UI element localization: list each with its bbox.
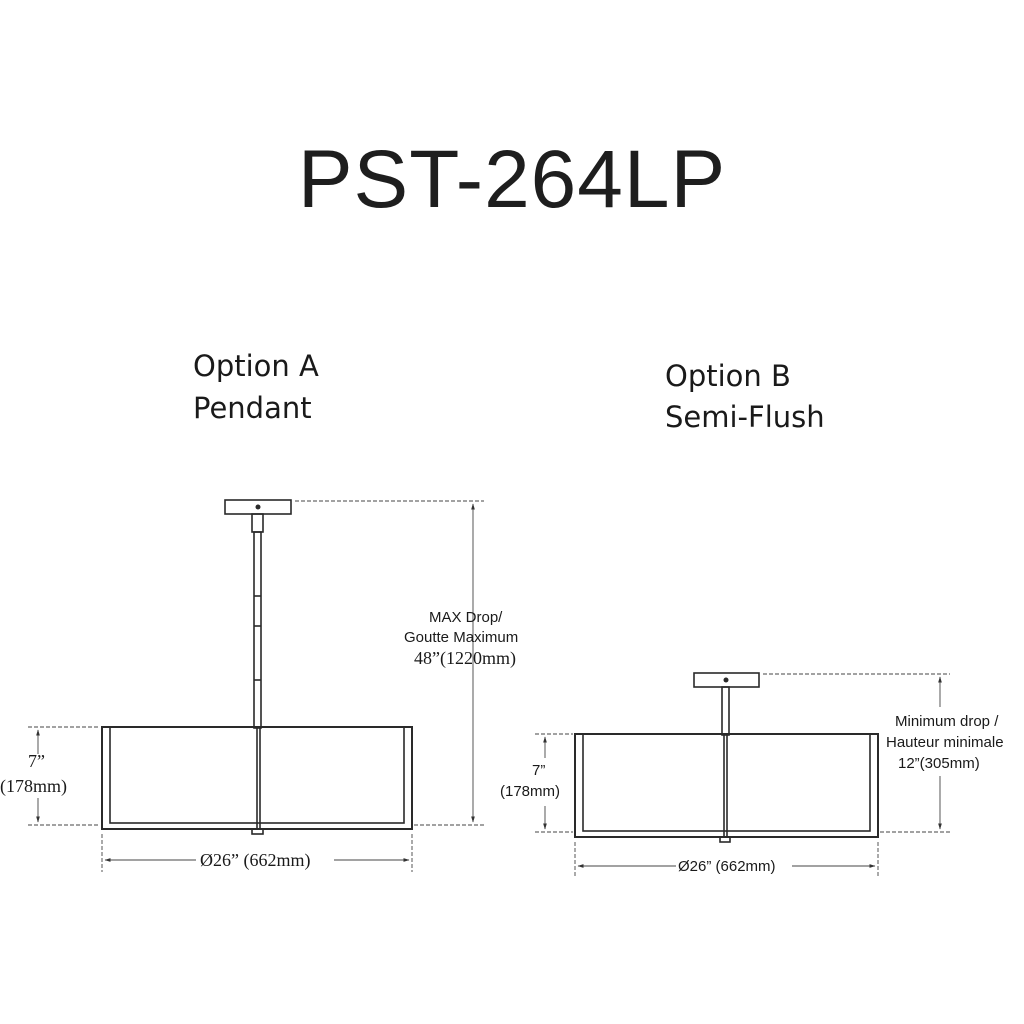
- option-b-type: Semi-Flush: [665, 400, 825, 434]
- pendant-dimension-lines: [28, 500, 484, 872]
- pendant-max-drop-label-fr: Goutte Maximum: [404, 629, 519, 646]
- pendant-max-drop-label: MAX Drop/: [429, 609, 503, 626]
- semi-flush-height-inches: 7”: [532, 762, 546, 779]
- pendant-drawing: [101, 499, 413, 835]
- semi-flush-dimension-lines: [535, 673, 950, 878]
- pendant-max-drop-value: 48”(1220mm): [414, 648, 516, 668]
- semi-flush-min-drop-label: Minimum drop /: [895, 713, 999, 730]
- pendant-height-mm: (178mm): [0, 776, 67, 796]
- pendant-connector: [251, 513, 264, 533]
- pendant-diameter: Ø26” (662mm): [200, 850, 311, 870]
- pendant-stem: [253, 531, 262, 729]
- option-a-type: Pendant: [193, 391, 312, 425]
- option-b-label: Option B: [665, 359, 791, 393]
- product-title: PST-264LP: [297, 134, 727, 225]
- semi-flush-min-drop-value: 12”(305mm): [898, 755, 980, 772]
- option-a-label: Option A: [193, 349, 319, 383]
- semi-flush-drawing: [574, 672, 879, 843]
- semi-flush-height-mm: (178mm): [500, 783, 561, 800]
- semi-flush-stem: [721, 686, 730, 736]
- semi-flush-min-drop-label-fr: Hauteur minimale: [886, 734, 1004, 751]
- pendant-height-inches: 7”: [28, 751, 45, 771]
- semi-flush-diameter: Ø26” (662mm): [678, 858, 776, 875]
